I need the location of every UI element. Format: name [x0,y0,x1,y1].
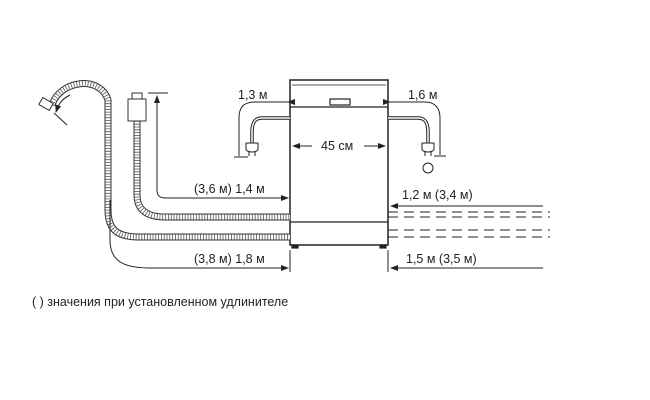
width-label: 45 см [321,139,353,153]
inlet-hose-left-label: (3,6 м) 1,4 м [194,182,265,196]
drain-hose-right-label: 1,5 м (3,5 м) [406,252,477,266]
dimension-lines [109,92,550,272]
power-cord-right-label: 1,6 м [408,88,437,102]
power-cord-left-label: 1,3 м [238,88,267,102]
drain-hose-left-label: (3,8 м) 1,8 м [194,252,265,266]
control-display [329,98,351,106]
inlet-hose [127,92,290,221]
footnote: ( ) значения при установленном удлинител… [32,295,288,309]
drain-hose [38,80,290,241]
socket-icon [422,162,434,174]
dishwasher [289,79,389,249]
inlet-hose-right-label: 1,2 м (3,4 м) [402,188,473,202]
